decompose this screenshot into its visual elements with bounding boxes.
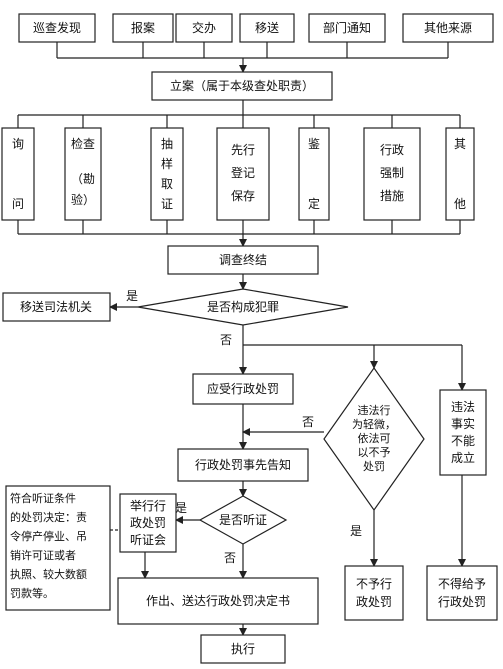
no-admin-punishment-line: 不得给予	[438, 576, 486, 591]
hearing-decision-diamond	[198, 495, 288, 545]
should-punish-label: 应受行政处罚	[207, 381, 279, 396]
facts-unclear-line: 不能	[451, 434, 475, 448]
crime-decision-diamond	[137, 288, 349, 326]
facts-unclear-line: 成立	[451, 450, 475, 465]
facts-unclear-box	[439, 389, 487, 476]
minor-violation-line: 违法行	[358, 403, 391, 417]
method-line: 登记	[231, 165, 255, 180]
source-box	[402, 13, 494, 43]
transfer-judicial-label: 移送司法机关	[20, 299, 92, 314]
source-box	[308, 13, 386, 43]
method-box	[64, 127, 102, 221]
source-row: 巡查发现 报案 交办 移送 部门通知 其他来源	[18, 13, 494, 43]
method-line: 强制	[380, 166, 404, 180]
minor-violation-line: 依法可	[358, 431, 391, 445]
facts-unclear-line: 事实	[451, 416, 475, 431]
hearing-conditions-note	[5, 485, 111, 611]
method-line: 取	[161, 177, 173, 191]
minor-violation-line: 为轻微，	[352, 417, 396, 431]
method-line: 证	[161, 197, 173, 211]
source-label: 报案	[131, 20, 155, 35]
minor-violation-line: 处罚	[363, 460, 385, 473]
source-label: 移送	[255, 20, 279, 35]
source-box	[175, 13, 233, 43]
crime-decision-label: 是否构成犯罪	[207, 299, 279, 314]
prior-notice-box	[177, 448, 309, 482]
hearing-decision-label: 是否听证	[219, 513, 267, 527]
no-admin-punishment-box	[426, 565, 498, 621]
filing-box	[151, 71, 333, 101]
investigation-end-box	[167, 245, 319, 275]
source-box	[239, 13, 295, 43]
execute-label: 执行	[231, 642, 255, 656]
hold-hearing-box	[119, 493, 177, 553]
method-box	[445, 127, 475, 221]
source-label: 其他来源	[424, 21, 472, 35]
method-line: 询	[12, 137, 24, 151]
method-line: 检查	[71, 136, 95, 151]
method-line: 鉴	[308, 137, 320, 151]
method-line: （勘	[71, 172, 95, 186]
source-label: 交办	[192, 20, 216, 35]
source-label: 巡查发现	[33, 20, 81, 35]
no-punishment-box	[344, 565, 404, 621]
minor-violation-diamond	[323, 366, 425, 512]
filing-label: 立案（属于本级查处职责）	[170, 78, 314, 93]
hold-hearing-line: 举行行	[130, 499, 166, 513]
hearing-conditions-line: 执照、较大数额	[10, 567, 87, 581]
hearing-conditions-line: 的处罚决定：责	[10, 510, 87, 524]
method-line: 保存	[231, 189, 255, 203]
minor-violation-line: 以不予	[358, 446, 391, 459]
no-label: 否	[220, 333, 232, 347]
method-line: 问	[12, 197, 24, 211]
method-line: 先行	[231, 143, 255, 157]
hearing-conditions-line: 罚款等。	[10, 586, 54, 600]
method-line: 措施	[380, 189, 404, 203]
yes-label: 是	[350, 524, 362, 538]
method-line: 定	[308, 196, 320, 211]
hearing-conditions-line: 符合听证条件	[10, 491, 76, 505]
method-box	[298, 127, 330, 221]
transfer-judicial-box	[2, 292, 111, 322]
method-line: 样	[161, 156, 173, 171]
method-box	[150, 127, 184, 221]
facts-unclear-line: 违法	[451, 400, 475, 414]
methods-row: 询 问 检查 （勘 验） 抽 样 取 证 先行 登记 保存 鉴 定 行政 强制 …	[1, 127, 475, 221]
no-punishment-line: 不予行	[356, 577, 392, 591]
method-line: 抽	[161, 137, 173, 151]
yes-label: 是	[175, 501, 187, 515]
method-line: 验）	[71, 192, 95, 207]
execute-box	[200, 634, 286, 664]
method-line: 其	[454, 137, 466, 151]
yes-label: 是	[126, 289, 138, 303]
hold-hearing-line: 政处罚	[130, 516, 166, 530]
method-box	[1, 127, 35, 221]
connectors	[17, 42, 466, 636]
no-label: 否	[224, 551, 236, 565]
issue-decision-label: 作出、送达行政处罚决定书	[146, 593, 290, 608]
issue-decision-box	[117, 577, 319, 625]
no-punishment-line: 政处罚	[356, 595, 392, 609]
hearing-conditions-line: 令停产停业、吊	[10, 529, 87, 543]
prior-notice-label: 行政处罚事先告知	[195, 458, 291, 472]
source-box	[112, 13, 174, 43]
method-line: 他	[454, 197, 466, 211]
hold-hearing-line: 听证会	[130, 533, 166, 547]
source-box	[18, 13, 96, 43]
should-punish-box	[192, 373, 294, 405]
source-label: 部门通知	[323, 20, 371, 35]
method-box	[363, 127, 421, 221]
no-admin-punishment-line: 行政处罚	[438, 595, 486, 609]
investigation-end-label: 调查终结	[219, 252, 267, 267]
method-box	[216, 127, 270, 221]
no-label: 否	[302, 415, 314, 429]
method-line: 行政	[380, 143, 404, 157]
hearing-conditions-line: 销许可证或者	[10, 548, 76, 562]
